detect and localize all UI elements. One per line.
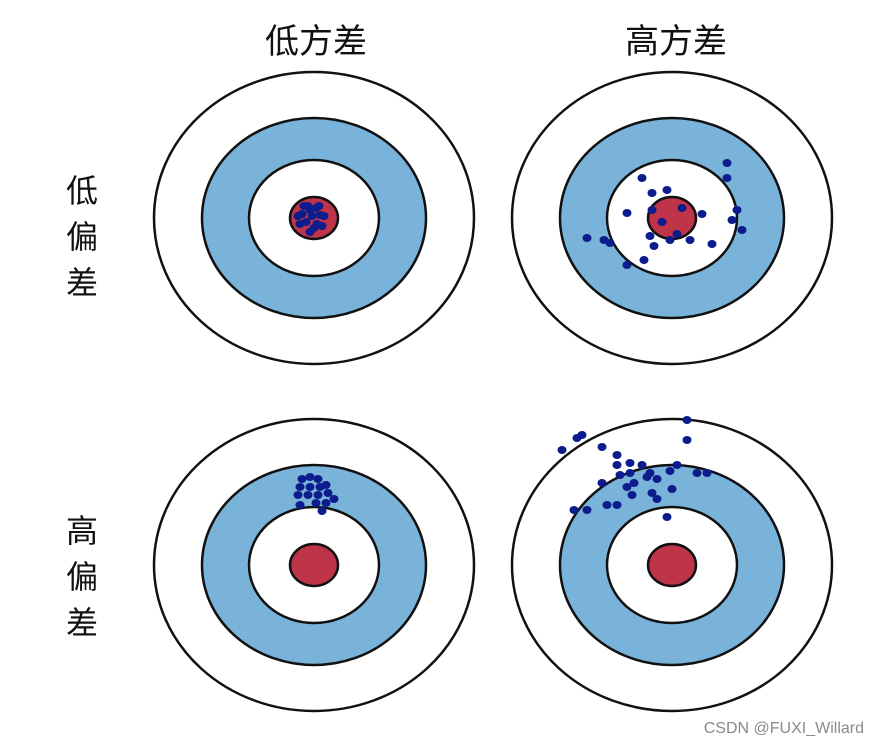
shot-dot xyxy=(645,232,655,240)
shot-dot xyxy=(647,489,657,497)
shot-dot xyxy=(692,469,702,477)
bullseye xyxy=(288,542,340,588)
shot-dot xyxy=(612,461,622,469)
shot-dot xyxy=(639,256,649,264)
shot-dot xyxy=(622,209,632,217)
shot-dot xyxy=(682,436,692,444)
shot-dot xyxy=(321,481,331,489)
shot-dot xyxy=(629,479,639,487)
shot-dot xyxy=(311,499,321,507)
shot-dot xyxy=(637,461,647,469)
shot-dot xyxy=(569,506,579,514)
shot-dot xyxy=(303,491,313,499)
shot-dot xyxy=(667,485,677,493)
shot-dot xyxy=(582,506,592,514)
shot-dot xyxy=(647,206,657,214)
shot-dot xyxy=(597,479,607,487)
shot-dot xyxy=(665,236,675,244)
shot-dot xyxy=(321,499,331,507)
shot-dot xyxy=(597,443,607,451)
shot-dot xyxy=(305,473,315,481)
shot-dot xyxy=(295,501,305,509)
shot-dot xyxy=(295,483,305,491)
row-label-high-bias-char-1: 高 xyxy=(65,512,98,550)
shot-dot xyxy=(323,489,333,497)
shot-dot xyxy=(647,189,657,197)
shot-dot xyxy=(685,236,695,244)
column-label-low-variance: 低方差 xyxy=(265,22,367,62)
shot-dot xyxy=(732,206,742,214)
shot-dot xyxy=(652,495,662,503)
target-high-bias-high-variance xyxy=(510,416,834,713)
shot-dot xyxy=(652,475,662,483)
shot-dot xyxy=(625,469,635,477)
shot-dot xyxy=(622,483,632,491)
row-label-high-bias-char-2: 偏 xyxy=(65,558,98,596)
shot-dot xyxy=(662,513,672,521)
shot-dot xyxy=(642,473,652,481)
shot-dot xyxy=(677,204,687,212)
row-label-high-bias: 高 偏 差 xyxy=(62,508,102,646)
shot-dot xyxy=(577,431,587,439)
shot-dot xyxy=(672,461,682,469)
shot-dot xyxy=(702,469,712,477)
row-label-low-bias: 低 偏 差 xyxy=(62,168,102,306)
shot-dot xyxy=(313,491,323,499)
bullseye xyxy=(646,195,698,241)
row-label-high-bias-char-3: 差 xyxy=(65,604,98,642)
shot-dot xyxy=(622,261,632,269)
shot-dot xyxy=(293,212,303,220)
shot-dot xyxy=(307,212,317,220)
shot-dot xyxy=(697,210,707,218)
watermark: CSDN @FUXI_Willard xyxy=(703,720,864,737)
shot-dot xyxy=(605,239,615,247)
shot-dot xyxy=(317,507,327,515)
shot-dot xyxy=(295,220,305,228)
shot-dot xyxy=(299,202,309,210)
shot-dot xyxy=(305,228,315,236)
shot-dot xyxy=(657,218,667,226)
row-label-low-bias-char-3: 差 xyxy=(65,264,98,302)
shot-dot xyxy=(615,471,625,479)
shot-dot xyxy=(305,483,315,491)
shot-dot xyxy=(582,234,592,242)
shot-dot xyxy=(722,159,732,167)
column-label-high-variance: 高方差 xyxy=(625,22,727,62)
row-label-low-bias-char-2: 偏 xyxy=(65,218,98,256)
shot-dot xyxy=(612,501,622,509)
shot-dot xyxy=(672,230,682,238)
shot-dot xyxy=(293,491,303,499)
target-low-bias-high-variance xyxy=(510,70,834,366)
shot-dot xyxy=(612,451,622,459)
shot-dot xyxy=(737,226,747,234)
shot-dot xyxy=(707,240,717,248)
shot-dot xyxy=(627,491,637,499)
shot-dot xyxy=(557,446,567,454)
shot-dot xyxy=(662,186,672,194)
shot-dot xyxy=(649,242,659,250)
shot-dot xyxy=(637,174,647,182)
shot-dot xyxy=(314,202,324,210)
shot-dot xyxy=(602,501,612,509)
shot-dot xyxy=(722,174,732,182)
target-low-bias-low-variance xyxy=(152,70,476,366)
shot-dot xyxy=(625,459,635,467)
shot-dot xyxy=(319,212,329,220)
shot-dot xyxy=(682,416,692,424)
shot-dot xyxy=(665,467,675,475)
shot-dot xyxy=(297,475,307,483)
shot-dot xyxy=(313,475,323,483)
row-label-low-bias-char-1: 低 xyxy=(65,172,98,210)
bullseye xyxy=(646,542,698,588)
target-high-bias-low-variance xyxy=(152,417,476,713)
shot-dot xyxy=(727,216,737,224)
shot-dot xyxy=(317,222,327,230)
shot-dot xyxy=(329,495,339,503)
